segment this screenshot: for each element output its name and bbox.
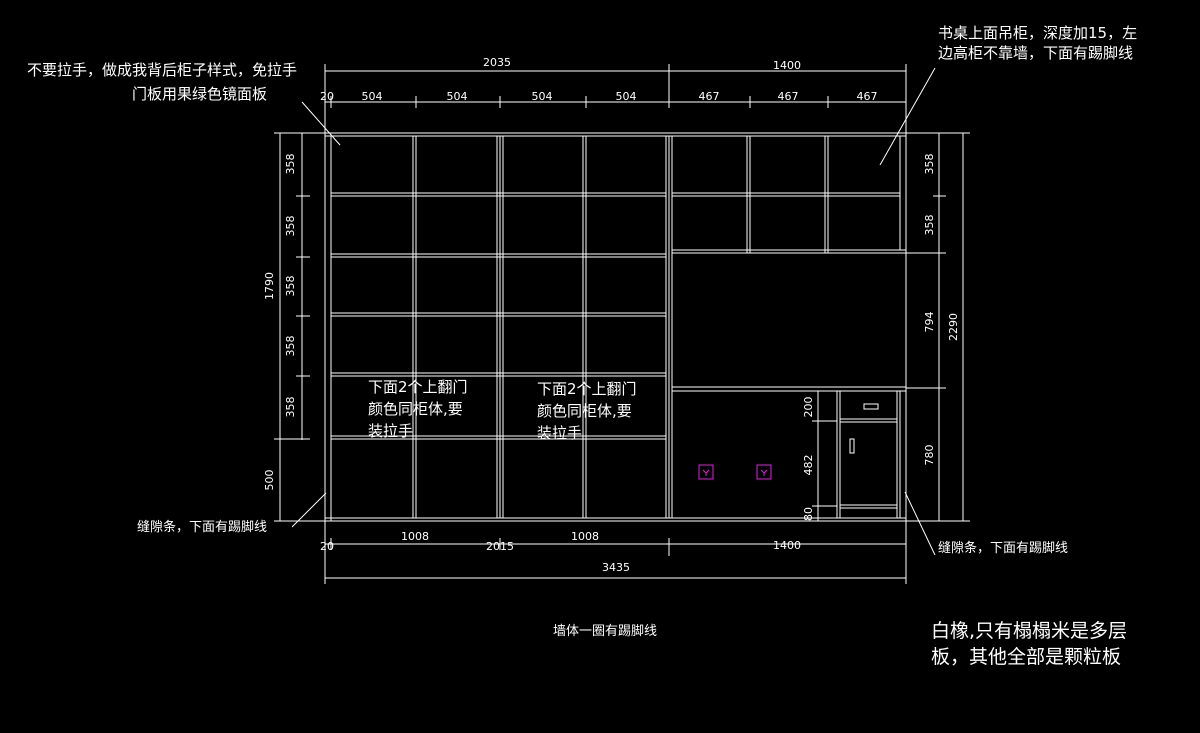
dim-shelf-row: 358: [284, 397, 297, 418]
note-flip-door-1-line1: 下面2个上翻门: [368, 378, 468, 396]
drawer-handle-icon: [863, 403, 879, 410]
dim-desk-height: 780: [923, 445, 936, 466]
note-flip-door-2-line3: 装拉手: [537, 424, 583, 442]
dim-left-unit: 1008: [401, 530, 429, 543]
dim-wall-row: 358: [923, 215, 936, 236]
dim-left-unit: 1008: [571, 530, 599, 543]
power-outlet-icon: [698, 464, 714, 480]
dim-left-total: 2015: [486, 540, 514, 553]
dim-left-bay: 504: [532, 90, 553, 103]
dim-right-bay: 467: [778, 90, 799, 103]
dim-shelf-row: 358: [284, 216, 297, 237]
dim-overall-right: 1400: [773, 59, 801, 72]
dim-desk-opening: 794: [923, 312, 936, 333]
dim-overall-width: 3435: [602, 561, 630, 574]
note-flip-door-1-line3: 装拉手: [368, 422, 414, 440]
note-top-left-line1: 不要拉手，做成我背后柜子样式，免拉手: [27, 61, 298, 79]
desk-unit: [672, 386, 906, 518]
note-material-line1: 白橡,只有榻榻米是多层: [931, 620, 1128, 642]
note-material-line2: 板，其他全部是颗粒板: [931, 646, 1122, 668]
dim-right-total: 1400: [773, 539, 801, 552]
dim-door: 482: [802, 455, 815, 476]
wall-cabinet-grid: [672, 136, 906, 254]
note-gap-left: 缝隙条，下面有踢脚线: [137, 520, 268, 535]
note-flip-door-2-line2: 颜色同柜体,要: [537, 402, 632, 420]
dim-kick: 80: [802, 507, 815, 521]
left-dimension-lines: [274, 132, 325, 522]
dim-offset-top: 20: [320, 90, 334, 103]
dim-upper-total: 1790: [263, 272, 276, 300]
door-handle-icon: [849, 438, 855, 454]
dim-base: 500: [263, 470, 276, 491]
dim-overall-left: 2035: [483, 56, 511, 69]
power-outlet-icon: [756, 464, 772, 480]
dim-drawer: 200: [802, 397, 815, 418]
note-wall-skirting: 墙体一圈有踢脚线: [553, 624, 658, 639]
dim-wall-row: 358: [923, 154, 936, 175]
dim-shelf-row: 358: [284, 276, 297, 297]
dim-left-bay: 504: [447, 90, 468, 103]
dim-right-bay: 467: [699, 90, 720, 103]
note-top-right-line1: 书桌上面吊柜，深度加15，左: [938, 24, 1138, 42]
dim-offset-bottom: 20: [320, 540, 334, 553]
dim-overall-height: 2290: [947, 313, 960, 341]
right-dimension-lines: [906, 132, 970, 522]
dim-left-bay: 504: [362, 90, 383, 103]
cabinet-outline: [324, 132, 907, 522]
left-shelving-grid: [331, 136, 673, 518]
top-dimension-lines: [324, 64, 907, 133]
note-flip-door-2-line1: 下面2个上翻门: [537, 380, 637, 398]
power-outlet-icons: [698, 464, 772, 480]
dim-shelf-row: 358: [284, 336, 297, 357]
bottom-dimension-lines: [324, 521, 907, 584]
dim-left-bay: 504: [616, 90, 637, 103]
inner-dimension-lines: [812, 390, 837, 522]
note-top-right-line2: 边高柜不靠墙，下面有踢脚线: [938, 44, 1134, 62]
note-flip-door-1-line2: 颜色同柜体,要: [368, 400, 463, 418]
dim-shelf-row: 358: [284, 154, 297, 175]
dim-right-bay: 467: [857, 90, 878, 103]
note-gap-right: 缝隙条，下面有踢脚线: [938, 541, 1069, 556]
note-top-left-line2: 门板用果绿色镜面板: [132, 85, 268, 103]
leader-lines: [291, 67, 936, 556]
